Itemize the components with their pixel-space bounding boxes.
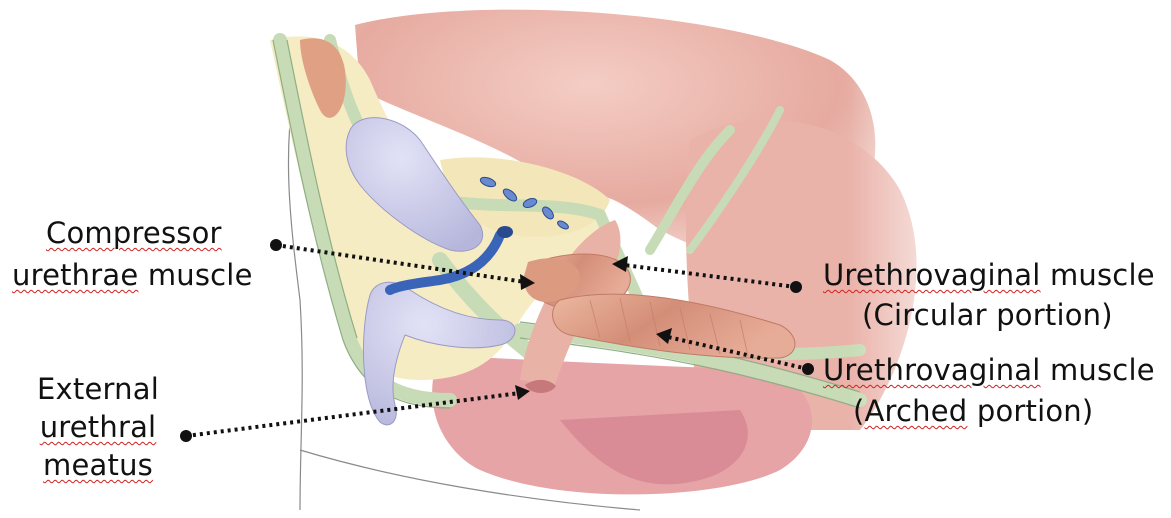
label-urethrovaginal-circular: Urethrovaginal muscle: [823, 258, 1155, 292]
label-circular-word2: muscle: [1041, 258, 1155, 292]
label-arched-word: Arched: [865, 394, 968, 428]
label-arched-line2: (Arched portion): [853, 394, 1093, 428]
label-arched-open: (: [853, 394, 865, 428]
label-arched-rest: portion): [967, 394, 1093, 428]
label-external-line2: urethral: [40, 410, 157, 444]
label-compressor-word2: urethrae: [12, 258, 138, 292]
label-circular-portion: (Circular portion): [862, 298, 1113, 332]
dot-circular: [790, 281, 802, 293]
label-compressor-line2: urethrae muscle: [12, 258, 253, 292]
label-compressor-word1: Compressor: [46, 216, 222, 250]
label-circular-line2: (Circular portion): [862, 298, 1113, 332]
dot-arched: [802, 363, 814, 375]
label-external-line3: meatus: [43, 448, 153, 482]
dot-compressor: [270, 239, 282, 251]
label-compressor-urethrae: Compressor: [46, 216, 222, 250]
label-arched-word2: muscle: [1041, 353, 1155, 387]
vein-opening: [497, 226, 513, 238]
label-urethrovaginal-arched: Urethrovaginal muscle: [823, 353, 1155, 387]
label-circular-word1: Urethrovaginal: [823, 258, 1041, 292]
label-external-urethral-meatus: External urethral meatus: [18, 370, 178, 484]
label-compressor-word3: muscle: [138, 258, 252, 292]
label-arched-word1: Urethrovaginal: [823, 353, 1041, 387]
label-external-line1: External: [18, 370, 178, 408]
dot-external: [180, 430, 192, 442]
